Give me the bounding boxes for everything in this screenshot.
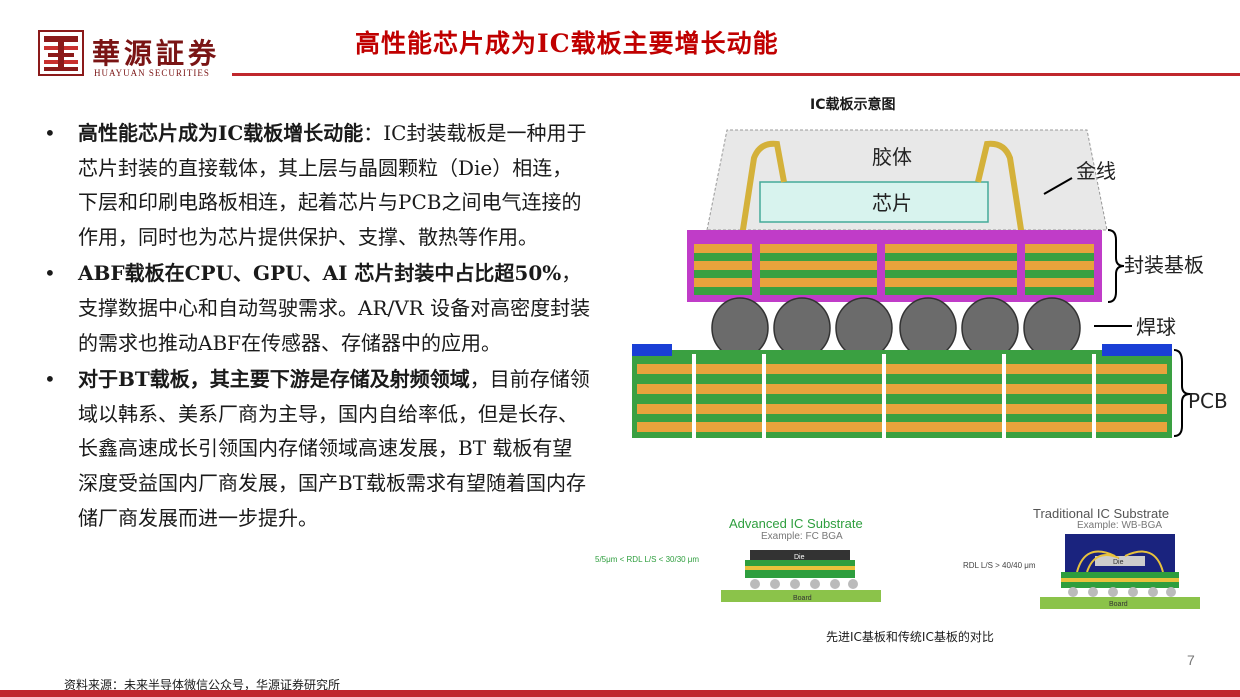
bullet-item: • 对于BT载板，其主要下游是存储及射频领域，目前存储领域以韩系、美系厂商为主导… xyxy=(44,362,592,535)
bullet-list: • 高性能芯片成为IC载板增长动能：IC封装载板是一种用于芯片封装的直接载体，其… xyxy=(44,116,592,537)
page-number: 7 xyxy=(1187,652,1195,668)
label-chip: 芯片 xyxy=(872,191,912,215)
traditional-board-label: Board xyxy=(1109,601,1128,608)
advanced-example: Example: FC BGA xyxy=(761,531,843,542)
gold-wire-right xyxy=(975,140,1025,237)
bullet-item: • 高性能芯片成为IC载板增长动能：IC封装载板是一种用于芯片封装的直接载体，其… xyxy=(44,116,592,254)
gold-wire-left xyxy=(739,140,787,237)
traditional-title: Traditional IC Substrate xyxy=(1033,506,1169,521)
source-note: 资料来源：未来半导体微信公众号，华源证券研究所 xyxy=(64,678,341,692)
bullet-bold-lead: ABF载板在CPU、GPU、AI 芯片封装中占比超50% xyxy=(78,261,562,286)
traditional-rdl: RDL L/S > 40/40 μm xyxy=(963,561,1036,570)
diagram-title: IC载板示意图 xyxy=(810,97,896,113)
ic-substrate-diagram: 胶体 芯片 金线 封装基板 焊球 PCB xyxy=(632,129,1228,438)
advanced-board-label: Board xyxy=(793,595,812,602)
substrate-comparison: Advanced IC Substrate Example: FC BGA 5/… xyxy=(595,506,1200,609)
bullet-text: ，目前存储领域以韩系、美系厂商为主导，国内自给率低，但是长存、长鑫高速成长引领国… xyxy=(78,367,590,530)
page-title: 高性能芯片成为IC载板主要增长动能 xyxy=(355,29,779,58)
traditional-die-label: Die xyxy=(1113,559,1124,566)
advanced-rdl: 5/5μm < RDL L/S < 30/30 μm xyxy=(595,555,699,564)
advanced-title: Advanced IC Substrate xyxy=(729,516,863,531)
bullet-text: ：IC封装载板是一种用于芯片封装的直接载体，其上层与晶圆颗粒（Die）相连，下层… xyxy=(78,121,587,249)
label-substrate: 封装基板 xyxy=(1124,253,1204,277)
bullet-bold-lead: 对于BT载板，其主要下游是存储及射频领域 xyxy=(78,367,470,392)
comparison-caption: 先进IC基板和传统IC基板的对比 xyxy=(826,630,994,644)
traditional-example: Example: WB-BGA xyxy=(1077,520,1162,531)
label-encapsulant: 胶体 xyxy=(872,145,912,169)
logo-chinese-name: 華源証券 xyxy=(92,37,221,70)
bullet-dot-icon: • xyxy=(44,261,56,286)
bullet-dot-icon: • xyxy=(44,121,56,145)
chip-die xyxy=(759,181,989,223)
label-solder-ball: 焊球 xyxy=(1136,315,1176,339)
advanced-die-label: Die xyxy=(794,554,805,561)
brace-substrate-icon xyxy=(1107,229,1125,303)
title-divider xyxy=(232,73,1240,76)
label-gold-wire: 金线 xyxy=(1076,159,1116,183)
label-pcb: PCB xyxy=(1188,389,1228,413)
brace-pcb-icon xyxy=(1173,349,1191,437)
bullet-bold-lead: 高性能芯片成为IC载板增长动能 xyxy=(78,121,364,145)
arrow-gold-wire-icon xyxy=(1043,177,1073,195)
logo-english-name: HUAYUAN SECURITIES xyxy=(94,68,210,78)
company-logo: 華源証券 HUAYUAN SECURITIES xyxy=(38,30,228,82)
bottom-accent-bar xyxy=(0,690,1240,697)
huayuan-logo-mark-icon xyxy=(38,30,84,76)
bullet-item: • ABF载板在CPU、GPU、AI 芯片封装中占比超50%，支撑数据中心和自动… xyxy=(44,256,592,360)
bullet-dot-icon: • xyxy=(44,367,56,392)
solder-balls xyxy=(711,297,1081,359)
bullet-text: ，支撑数据中心和自动驾驶需求。AR/VR 设备对高密度封装的需求也推动ABF在传… xyxy=(78,261,591,355)
